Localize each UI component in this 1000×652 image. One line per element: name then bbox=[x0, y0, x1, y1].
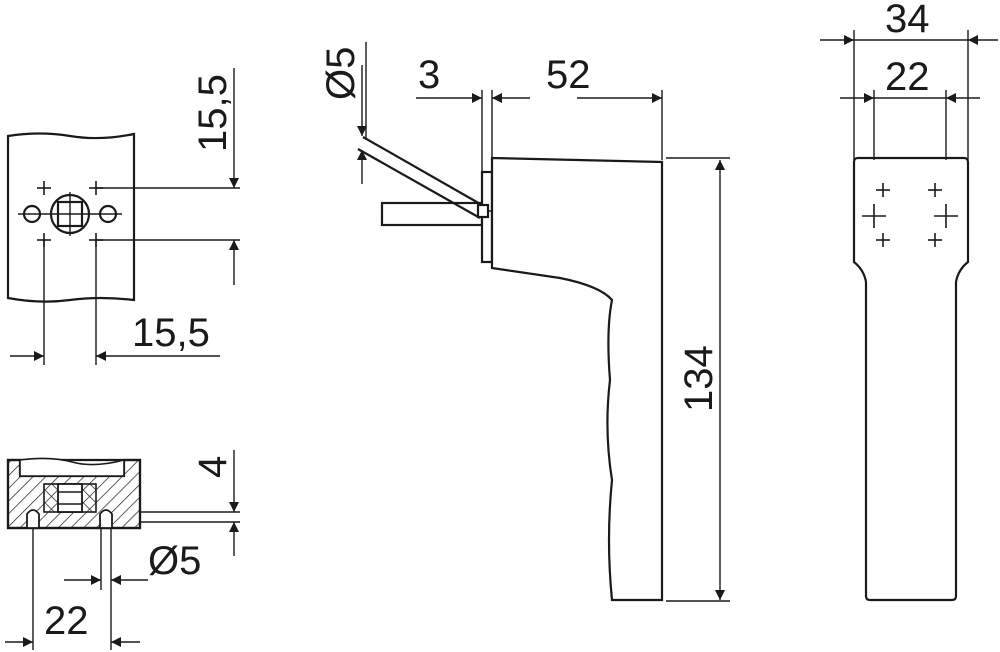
dim-section-width: 22 bbox=[44, 599, 89, 643]
spindle bbox=[380, 201, 484, 227]
handle-side-view: Ø5 3 52 134 bbox=[319, 42, 730, 602]
dim-section-hole: Ø5 bbox=[148, 539, 201, 583]
center-marks bbox=[37, 181, 103, 247]
plate-top-view: 15,5 15,5 bbox=[6, 68, 240, 365]
dim-front-inner-width: 22 bbox=[885, 55, 930, 99]
dim-rose-offset: 3 bbox=[418, 53, 440, 97]
dim-front-outer-width: 34 bbox=[885, 0, 930, 41]
dim-handle-projection: 52 bbox=[546, 53, 591, 97]
handle-front-body bbox=[852, 156, 970, 602]
dim-handle-height: 134 bbox=[677, 345, 721, 412]
plate-section-view: 4 Ø5 22 bbox=[5, 450, 240, 650]
front-center-marks bbox=[862, 183, 958, 247]
dim-plate-vertical: 15,5 bbox=[191, 74, 235, 152]
handle-body bbox=[490, 156, 664, 602]
dim-plate-horizontal: 15,5 bbox=[132, 311, 210, 355]
dim-section-depth: 4 bbox=[191, 456, 235, 478]
handle-front-view: 34 22 bbox=[820, 0, 998, 602]
dim-pin-diameter: Ø5 bbox=[319, 47, 363, 100]
